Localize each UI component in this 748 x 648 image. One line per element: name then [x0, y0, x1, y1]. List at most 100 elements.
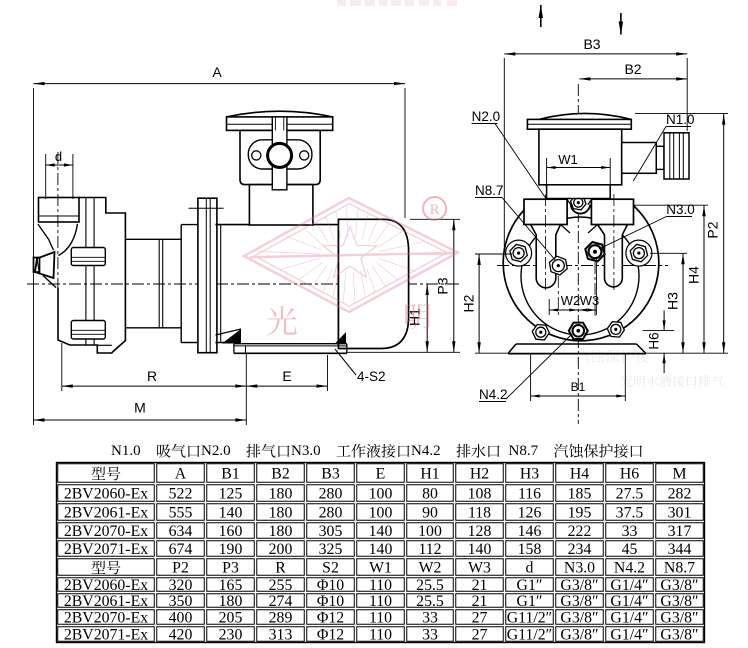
svg-text:634: 634	[169, 523, 193, 540]
svg-text:R: R	[430, 202, 440, 218]
svg-text:25.5: 25.5	[416, 593, 444, 610]
svg-text:344: 344	[668, 541, 692, 558]
svg-text:E: E	[282, 368, 291, 384]
svg-text:M: M	[672, 465, 686, 482]
svg-text:R: R	[275, 559, 286, 576]
svg-text:2BV2070-Ex: 2BV2070-Ex	[64, 523, 148, 540]
svg-text:140: 140	[369, 541, 393, 558]
svg-text:W2: W2	[419, 559, 442, 576]
svg-text:G3/8″: G3/8″	[660, 609, 698, 626]
svg-text:G1/4″: G1/4″	[610, 593, 648, 610]
svg-text:100: 100	[369, 504, 393, 521]
svg-text:N4.2: N4.2	[479, 387, 508, 402]
svg-text:H6: H6	[620, 465, 639, 482]
svg-text:100: 100	[369, 485, 393, 502]
svg-text:2BV2071-Ex: 2BV2071-Ex	[64, 541, 148, 558]
svg-text:674: 674	[169, 541, 193, 558]
svg-text:27.5: 27.5	[616, 485, 644, 502]
svg-text:G3/8″: G3/8″	[660, 626, 698, 643]
svg-text:274: 274	[269, 593, 293, 610]
svg-text:G3/8″: G3/8″	[560, 577, 598, 594]
svg-text:d: d	[55, 149, 62, 164]
svg-text:B2: B2	[624, 61, 641, 77]
svg-text:N4.2: N4.2	[411, 443, 441, 459]
svg-text:305: 305	[319, 523, 343, 540]
svg-text:2BV2060-Ex: 2BV2060-Ex	[64, 485, 148, 502]
svg-text:108: 108	[468, 485, 492, 502]
svg-text:N2.0: N2.0	[201, 443, 231, 459]
svg-text:B3: B3	[321, 465, 340, 482]
svg-text:140: 140	[219, 504, 243, 521]
svg-text:Φ10: Φ10	[317, 577, 344, 594]
svg-text:128: 128	[468, 523, 492, 540]
svg-text:180: 180	[219, 593, 243, 610]
svg-text:289: 289	[269, 609, 293, 626]
svg-text:200: 200	[269, 541, 293, 558]
svg-text:N3.0: N3.0	[666, 202, 695, 217]
svg-text:205: 205	[219, 609, 243, 626]
svg-text:160: 160	[219, 523, 243, 540]
svg-text:P3: P3	[435, 277, 451, 294]
svg-text:H1: H1	[420, 465, 439, 482]
svg-text:195: 195	[568, 504, 592, 521]
svg-text:E: E	[376, 465, 386, 482]
svg-text:100: 100	[418, 523, 442, 540]
svg-text:185: 185	[568, 485, 592, 502]
svg-text:B3: B3	[583, 36, 600, 52]
svg-text:G3/8″: G3/8″	[660, 593, 698, 610]
svg-text:N3.0: N3.0	[291, 443, 321, 459]
svg-text:90: 90	[422, 504, 438, 521]
svg-text:G11/2″: G11/2″	[507, 626, 553, 643]
svg-text:280: 280	[319, 485, 343, 502]
svg-text:125: 125	[219, 485, 243, 502]
svg-text:45: 45	[622, 541, 638, 558]
svg-text:G1/4″: G1/4″	[610, 609, 648, 626]
svg-text:222: 222	[568, 523, 592, 540]
svg-text:N1.0: N1.0	[111, 443, 141, 459]
svg-text:B2: B2	[271, 465, 290, 482]
svg-text:555: 555	[169, 504, 193, 521]
svg-text:G1″: G1″	[517, 577, 543, 594]
svg-text:M: M	[134, 400, 146, 416]
svg-text:234: 234	[568, 541, 592, 558]
svg-text:H4: H4	[685, 266, 701, 284]
svg-text:180: 180	[269, 504, 293, 521]
svg-text:116: 116	[518, 485, 541, 502]
svg-text:158: 158	[518, 541, 542, 558]
svg-text:112: 112	[418, 541, 441, 558]
svg-text:140: 140	[369, 523, 393, 540]
svg-text:126: 126	[518, 504, 542, 521]
svg-text:S2: S2	[322, 559, 339, 576]
svg-text:2BV2060-Ex: 2BV2060-Ex	[64, 577, 148, 594]
svg-text:W3: W3	[580, 293, 600, 308]
svg-text:B1: B1	[221, 465, 239, 482]
svg-text:W1: W1	[558, 152, 578, 167]
svg-text:Φ12: Φ12	[317, 626, 344, 643]
svg-text:H2: H2	[460, 294, 476, 312]
svg-text:G3/8″: G3/8″	[660, 577, 698, 594]
svg-text:140: 140	[468, 541, 492, 558]
svg-text:P2: P2	[705, 221, 721, 238]
svg-text:4-S2: 4-S2	[357, 369, 386, 384]
svg-text:N2.0: N2.0	[472, 109, 501, 124]
svg-text:180: 180	[269, 485, 293, 502]
svg-text:N3.0: N3.0	[564, 559, 595, 576]
svg-text:27: 27	[472, 626, 488, 643]
svg-text:G3/8″: G3/8″	[560, 626, 598, 643]
svg-text:N1.0: N1.0	[666, 112, 695, 127]
svg-text:A: A	[175, 465, 187, 482]
svg-text:P2: P2	[172, 559, 189, 576]
svg-text:282: 282	[668, 485, 692, 502]
svg-text:G1″: G1″	[517, 593, 543, 610]
svg-text:320: 320	[169, 577, 193, 594]
svg-text:180: 180	[269, 523, 293, 540]
svg-text:165: 165	[219, 577, 243, 594]
svg-text:P3: P3	[222, 559, 239, 576]
svg-text:37.5: 37.5	[616, 504, 644, 521]
svg-text:301: 301	[668, 504, 692, 521]
svg-text:21: 21	[472, 577, 488, 594]
svg-text:317: 317	[668, 523, 692, 540]
svg-text:27: 27	[472, 609, 488, 626]
svg-text:325: 325	[319, 541, 343, 558]
svg-text:400: 400	[169, 609, 193, 626]
